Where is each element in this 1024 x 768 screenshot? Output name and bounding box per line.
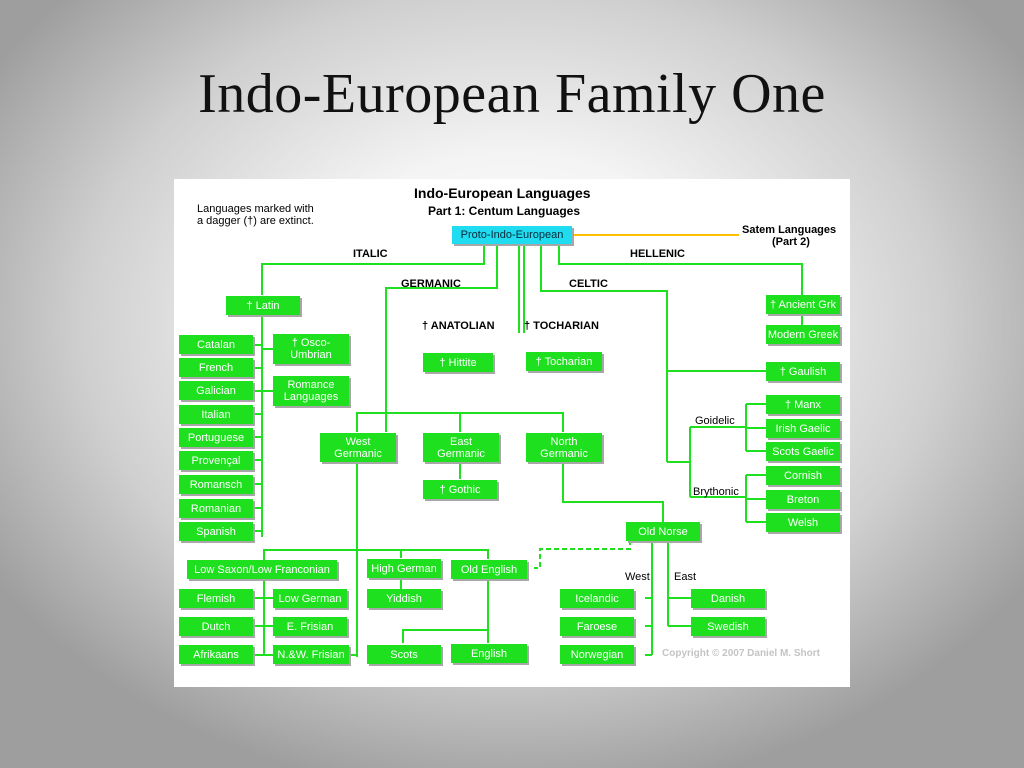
node-english: English [451,644,527,663]
node-west-germanic-line2: Germanic [334,447,382,460]
connector-lines [241,234,803,657]
node-romansch: Romansch [179,475,253,494]
branch-anatolian: † ANATOLIAN [422,320,495,332]
branch-tocharian: † TOCHARIAN [524,320,599,332]
node-provencal: Provençal [179,451,253,470]
node-norwegian: Norwegian [560,645,634,664]
branch-hellenic: HELLENIC [630,248,685,260]
node-manx: † Manx [766,395,840,414]
sublabel-goidelic: Goidelic [695,415,735,427]
satem-label-line1: Satem Languages [742,224,837,236]
node-osco-umbrian-line2: Umbrian [290,349,332,361]
node-east-germanic-line1: East [449,435,472,448]
node-dutch: Dutch [179,617,253,636]
node-north-germanic-line1: North [550,435,578,448]
node-romance-languages: Romance Languages [273,376,349,406]
node-romanian: Romanian [179,499,253,518]
node-romance-languages-line2: Languages [283,391,339,403]
node-osco-umbrian: † Osco- Umbrian [273,334,349,364]
sublabel-west: West [625,571,650,583]
node-nw-frisian: N.&W. Frisian [273,645,349,664]
branch-italic: ITALIC [353,248,388,260]
node-french: French [179,358,253,377]
node-welsh: Welsh [766,513,840,532]
node-west-germanic-line1: West [345,435,371,448]
node-hittite: † Hittite [423,353,493,372]
node-modern-greek: Modern Greek [766,325,840,344]
diagram-subtitle: Part 1: Centum Languages [428,204,581,218]
node-old-norse: Old Norse [626,522,700,541]
sublabel-brythonic: Brythonic [693,486,739,498]
node-west-germanic: West Germanic [320,433,396,462]
node-romance-languages-line1: Romance [287,379,335,391]
node-italian: Italian [179,405,253,424]
diagram-title: Indo-European Languages [414,185,591,201]
copyright: Copyright © 2007 Daniel M. Short [662,648,820,659]
node-danish: Danish [691,589,765,608]
node-north-germanic: North Germanic [526,433,602,462]
extinct-note-line1: Languages marked with [197,203,314,215]
node-flemish: Flemish [179,589,253,608]
node-afrikaans: Afrikaans [179,645,253,664]
node-low-german: Low German [273,589,347,608]
node-north-germanic-line2: Germanic [540,447,588,460]
node-icelandic: Icelandic [560,589,634,608]
language-tree-diagram: Indo-European Languages Part 1: Centum L… [174,179,850,687]
node-spanish: Spanish [179,522,253,541]
node-cornish: Cornish [766,466,840,485]
node-tocharian: † Tocharian [526,352,602,371]
node-swedish: Swedish [691,617,765,636]
node-catalan: Catalan [179,335,253,354]
sublabel-east: East [674,571,697,583]
branch-germanic: GERMANIC [401,278,461,290]
node-old-english: Old English [451,560,527,579]
node-gothic: † Gothic [423,480,497,499]
node-east-germanic-line2: Germanic [437,447,485,460]
branch-celtic: CELTIC [569,278,608,290]
node-ancient-greek: † Ancient Grk [766,295,840,314]
node-e-frisian: E. Frisian [273,617,347,636]
node-galician: Galician [179,381,253,400]
satem-label-line2: (Part 2) [772,236,810,248]
node-faroese: Faroese [560,617,634,636]
node-gaulish: † Gaulish [766,362,840,381]
node-low-saxon-low-franconian: Low Saxon/Low Franconian [187,560,337,579]
node-east-germanic: East Germanic [423,433,499,462]
node-portuguese: Portuguese [179,428,253,447]
slide-title: Indo-European Family One [198,63,826,125]
node-osco-umbrian-line1: † Osco- [291,337,331,349]
node-irish-gaelic: Irish Gaelic [766,419,840,438]
node-high-german: High German [367,559,441,578]
node-breton: Breton [766,490,840,509]
node-yiddish: Yiddish [367,589,441,608]
node-proto-indo-european: Proto-Indo-European [452,226,572,244]
node-latin: † Latin [226,296,300,315]
extinct-note-line2: a dagger (†) are extinct. [197,215,314,227]
node-scots-gaelic: Scots Gaelic [766,442,840,461]
node-scots: Scots [367,645,441,664]
